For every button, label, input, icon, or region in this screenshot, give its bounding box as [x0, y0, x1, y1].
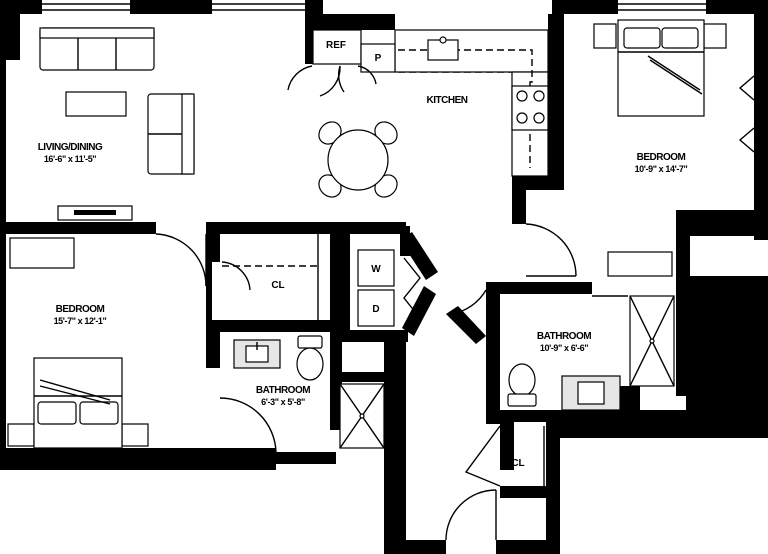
- bedroom-second-name: BEDROOM: [56, 304, 105, 315]
- laundry: [357, 249, 421, 327]
- bathroom-second-name: BATHROOM: [256, 385, 310, 396]
- sofa-icon: [39, 27, 155, 71]
- ref-label: REF: [326, 40, 346, 51]
- shower-icon: [339, 383, 385, 449]
- second-bathroom-fixtures: [219, 335, 385, 453]
- hall-closet: [221, 234, 319, 322]
- desk-icon: [9, 237, 75, 269]
- hall-closet-label: CL: [271, 280, 284, 291]
- bathroom-master-dims: 10'-9" x 6'-6": [540, 343, 588, 353]
- bed-icon-second: [33, 357, 123, 449]
- bathroom-second-dims: 6'-3" x 5'-8": [261, 397, 305, 407]
- master-bedroom-furniture: [525, 19, 755, 277]
- coffee-table-icon: [65, 91, 127, 117]
- kitchen-name: KITCHEN: [427, 95, 468, 106]
- entry: [445, 425, 545, 541]
- bedroom-master-dims: 10'-9" x 14'-7": [635, 164, 688, 174]
- shower-icon-master: [629, 295, 675, 387]
- tv-console-icon: [57, 205, 133, 221]
- dresser-icon: [607, 251, 673, 277]
- dryer-icon: [357, 289, 395, 327]
- pantry-label: P: [375, 53, 382, 64]
- washer-label: W: [371, 264, 381, 275]
- pantry-icon: [360, 43, 396, 73]
- armchair-icon: [147, 93, 195, 175]
- master-bathroom-fixtures: [451, 289, 675, 411]
- entry-closet-label: CL: [511, 458, 524, 469]
- bedroom-master-name: BEDROOM: [637, 152, 686, 163]
- bathroom-master-name: BATHROOM: [537, 331, 591, 342]
- living-furniture: [39, 27, 195, 221]
- kitchen-area: [287, 29, 549, 198]
- labels: LIVING/DINING 16'-6" x 11'-5" KITCHEN BE…: [38, 40, 688, 469]
- refrigerator-icon: [312, 29, 362, 65]
- dining-table-icon: [318, 121, 398, 198]
- bedroom-second-dims: 15'-7" x 12'-1": [54, 316, 107, 326]
- living-dining-dims: 16'-6" x 11'-5": [44, 154, 96, 164]
- second-bedroom-furniture: [7, 233, 207, 449]
- washer-icon: [357, 249, 395, 287]
- living-dining-name: LIVING/DINING: [38, 142, 103, 153]
- toilet-icon: [296, 335, 324, 381]
- bed-icon: [617, 19, 705, 117]
- toilet-icon-master: [507, 363, 537, 407]
- dryer-label: D: [372, 304, 379, 315]
- windows: [42, 3, 706, 11]
